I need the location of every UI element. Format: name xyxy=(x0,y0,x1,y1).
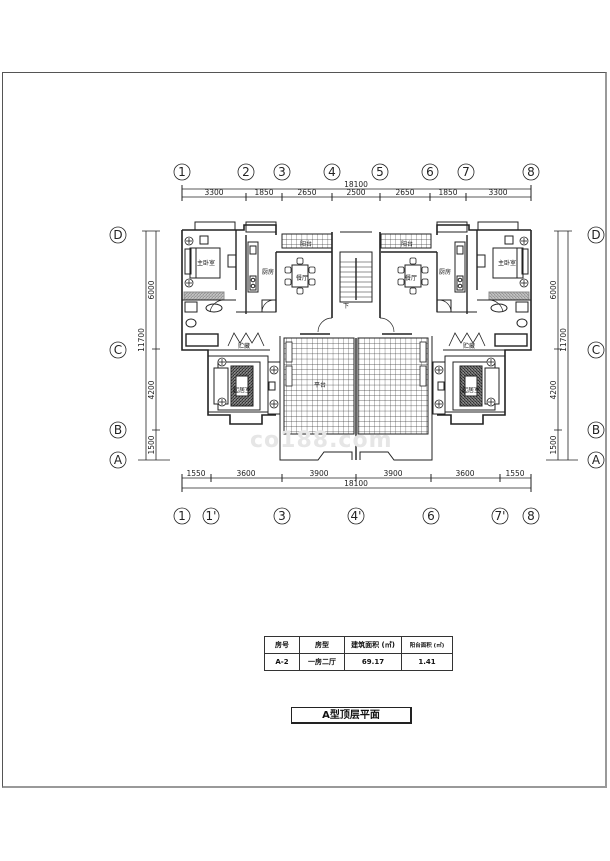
dimension-value: 1550 xyxy=(505,469,524,478)
dimension-total-right: 11700 xyxy=(559,328,568,352)
axis-label: C xyxy=(592,343,600,357)
table-header: 阳台面积 (㎡) xyxy=(401,636,453,654)
table-header: 房号 xyxy=(264,636,300,654)
dimension-value: 2650 xyxy=(395,188,414,197)
axis-label: 6 xyxy=(426,165,434,179)
dimension-value: 3900 xyxy=(383,469,402,478)
table-cell: A-2 xyxy=(264,653,300,671)
axis-label: 3 xyxy=(278,509,286,523)
drawing-title: A型顶层平面 xyxy=(291,707,412,724)
dimension-value: 1500 xyxy=(549,435,558,454)
axis-label: 4 xyxy=(328,165,336,179)
dimension-value: 3300 xyxy=(488,188,507,197)
dimension-value: 3300 xyxy=(204,188,223,197)
right-axis-markers xyxy=(587,226,605,469)
axis-label: 5 xyxy=(376,165,384,179)
axis-label: 1' xyxy=(206,509,217,523)
axis-label: 6 xyxy=(427,509,435,523)
axis-label: A xyxy=(114,453,123,467)
left-axis-markers xyxy=(109,226,127,469)
bottom-axis-markers xyxy=(173,507,540,525)
axis-label: B xyxy=(592,423,600,437)
dimension-value: 1850 xyxy=(438,188,457,197)
room-label-terrace: 平台 xyxy=(314,381,326,389)
watermark: co188.com xyxy=(250,428,393,453)
room-label-storage: 贮藏 xyxy=(238,342,250,350)
axis-label: 3 xyxy=(278,165,286,179)
dimension-value: 6000 xyxy=(147,280,156,299)
room-label-living: 起居室 xyxy=(462,386,480,394)
axis-label: 8 xyxy=(527,509,535,523)
dimension-value: 3600 xyxy=(455,469,474,478)
table-header: 建筑面积 (㎡) xyxy=(344,636,402,654)
dimension-value: 1550 xyxy=(186,469,205,478)
stairwell xyxy=(317,231,395,333)
dimension-value: 6000 xyxy=(549,280,558,299)
room-label-balcony: 阳台 xyxy=(401,240,413,248)
table-cell: 69.17 xyxy=(344,653,402,671)
axis-label: B xyxy=(114,423,122,437)
axis-label: D xyxy=(591,228,600,242)
room-label-master-bedroom: 主卧室 xyxy=(498,259,516,267)
area-table: 房号 房型 建筑面积 (㎡) 阳台面积 (㎡) A-2 一房二厅 69.17 1… xyxy=(264,636,453,671)
axis-label: 1 xyxy=(178,509,186,523)
top-axis-markers xyxy=(173,163,540,181)
axis-label: 8 xyxy=(527,165,535,179)
dimension-value: 4200 xyxy=(549,380,558,399)
dimension-total-left: 11700 xyxy=(137,328,146,352)
dimension-value: 4200 xyxy=(147,380,156,399)
room-label-kitchen: 厨房 xyxy=(262,268,274,276)
axis-label: C xyxy=(114,343,122,357)
table-cell: 一房二厅 xyxy=(299,653,345,671)
dimension-value: 2650 xyxy=(297,188,316,197)
dimension-value: 3900 xyxy=(309,469,328,478)
left-unit xyxy=(181,221,333,425)
axis-label: 4' xyxy=(351,509,362,523)
room-label-dining: 餐厅 xyxy=(296,274,308,282)
axis-label: 7' xyxy=(495,509,506,523)
axis-label: 2 xyxy=(242,165,250,179)
axis-label: 1 xyxy=(178,165,186,179)
room-label-kitchen: 厨房 xyxy=(439,268,451,276)
room-label-dining: 餐厅 xyxy=(405,274,417,282)
room-label-storage: 贮藏 xyxy=(463,342,475,350)
drawing-frame xyxy=(2,72,607,788)
table-cell: 1.41 xyxy=(401,653,453,671)
stair-direction-label: 下 xyxy=(343,303,349,310)
table-header-row: 房号 房型 建筑面积 (㎡) 阳台面积 (㎡) xyxy=(264,636,453,654)
room-label-balcony: 阳台 xyxy=(300,240,312,248)
dimension-total-bottom: 18100 xyxy=(344,479,368,488)
right-unit xyxy=(380,221,532,425)
room-label-master-bedroom: 主卧室 xyxy=(197,259,215,267)
table-header: 房型 xyxy=(299,636,345,654)
table-row: A-2 一房二厅 69.17 1.41 xyxy=(264,653,453,671)
dimension-value: 2500 xyxy=(346,188,365,197)
dimension-value: 1850 xyxy=(254,188,273,197)
dimension-total-top: 18100 xyxy=(344,180,368,189)
dimension-value: 3600 xyxy=(236,469,255,478)
axis-label: D xyxy=(113,228,122,242)
axis-label: A xyxy=(592,453,601,467)
terrace xyxy=(279,333,433,461)
axis-label: 7 xyxy=(462,165,470,179)
room-label-living: 起居室 xyxy=(233,386,251,394)
dimension-value: 1500 xyxy=(147,435,156,454)
